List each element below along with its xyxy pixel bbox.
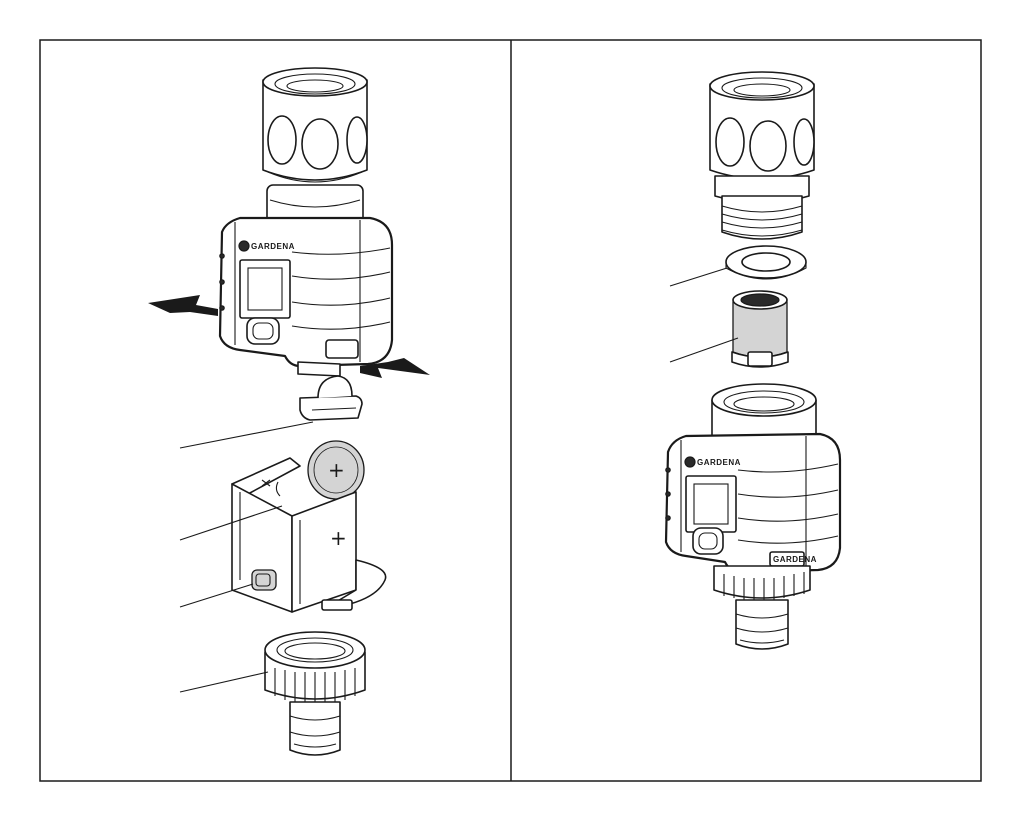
flat-seal [726, 246, 806, 279]
brand-logo-icon-right [685, 457, 695, 467]
tap-connector-nut [265, 632, 365, 755]
battery-polarity-mark: + [328, 458, 345, 482]
button-right [693, 528, 723, 554]
press-arrow-left [148, 295, 218, 316]
brand-mark-bottom-right: GARDENA [773, 555, 817, 564]
leader-battery-cover [180, 422, 313, 448]
leader-flat-seal [670, 268, 727, 286]
tap-connector-right [714, 566, 810, 649]
brand-logo-icon [239, 241, 249, 251]
right-panel: GARDENA GARDENA [666, 72, 840, 649]
leader-filter-insert [670, 338, 738, 362]
meter-body-right: GARDENA GARDENA [666, 384, 840, 572]
battery-contact [252, 570, 276, 590]
battery: + [308, 441, 364, 499]
hose-connector-top-left [263, 68, 367, 240]
hose-connector-top-right [710, 72, 814, 239]
leader-tap-connector [180, 672, 268, 692]
brand-mark-right: GARDENA [697, 458, 741, 467]
leader-battery-contact [180, 584, 253, 607]
meter-body-left: GARDENA [220, 218, 392, 376]
brand-mark-left: GARDENA [251, 242, 295, 251]
button-left [247, 318, 279, 344]
left-panel: GARDENA + [148, 68, 430, 755]
compartment-polarity-mark: + [330, 526, 347, 550]
battery-cover [300, 376, 362, 420]
filter-insert [732, 291, 788, 367]
